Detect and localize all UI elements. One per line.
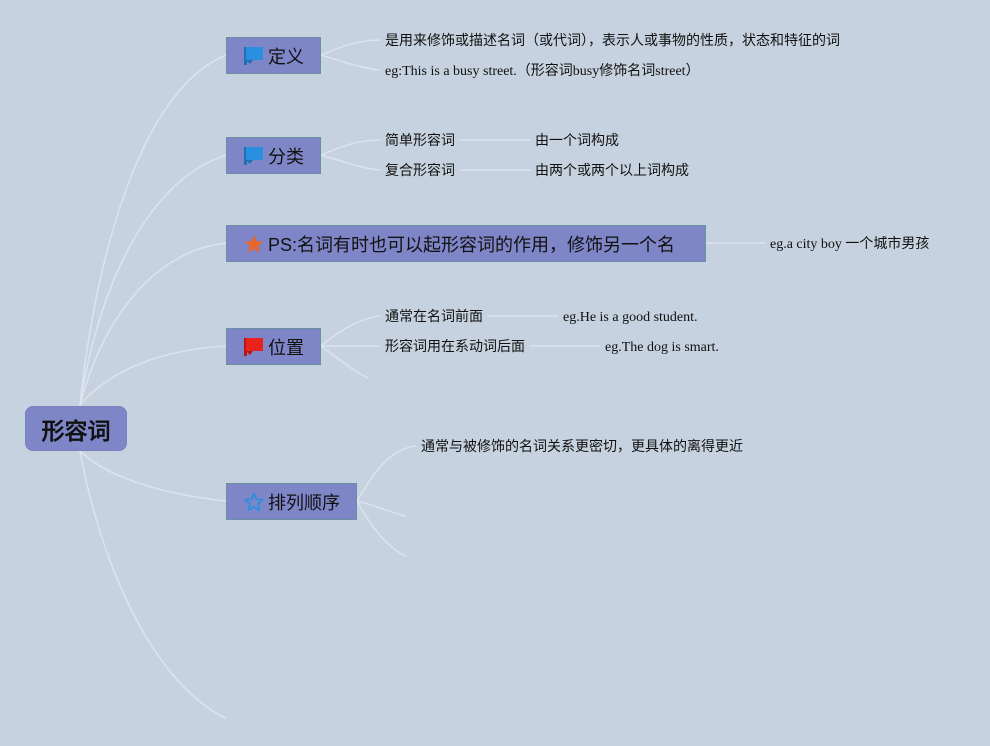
branch-label: 排列顺序: [268, 492, 340, 513]
simple-adjective: 简单形容词: [385, 134, 455, 149]
branch-order[interactable]: 排列顺序: [226, 483, 357, 520]
ps-example: eg.a city boy 一个城市男孩: [770, 237, 930, 252]
connector-line: [79, 154, 227, 406]
position-before-noun-example: eg.He is a good student.: [563, 310, 698, 325]
root-label: 形容词: [41, 417, 111, 444]
position-after-linking-verb: 形容词用在系动词后面: [385, 340, 525, 355]
blue-flag-icon: [244, 46, 263, 65]
orange-star-icon: [244, 234, 264, 253]
simple-adjective-detail: 由一个词构成: [535, 134, 619, 149]
connector-line: [320, 39, 381, 56]
branch-label: 位置: [268, 337, 304, 358]
connector-line: [320, 139, 381, 156]
order-rule: 通常与被修饰的名词关系更密切，更具体的离得更近: [421, 440, 743, 455]
red-flag-icon: [244, 337, 263, 356]
branch-classification[interactable]: 分类: [226, 137, 321, 174]
position-after-linking-verb-example: eg.The dog is smart.: [605, 340, 719, 355]
connector-line: [320, 345, 369, 379]
blue-star-outline-icon: [244, 492, 264, 511]
position-before-noun: 通常在名词前面: [385, 310, 483, 325]
branch-label: PS:名词有时也可以起形容词的作用，修饰另一个名: [268, 234, 676, 255]
connector-line: [356, 500, 406, 517]
branch-position[interactable]: 位置: [226, 328, 321, 365]
connector-line: [79, 345, 227, 406]
definition-example: eg:This is a busy street.（形容词busy修饰名词str…: [385, 64, 700, 79]
branch-label: 分类: [268, 146, 304, 167]
connector-line: [79, 242, 227, 406]
branch-definition[interactable]: 定义: [226, 37, 321, 74]
branch-ps-note[interactable]: PS:名词有时也可以起形容词的作用，修饰另一个名: [226, 225, 706, 262]
definition-text: 是用来修饰或描述名词（或代词），表示人或事物的性质，状态和特征的词: [385, 34, 840, 49]
connector-line: [79, 450, 227, 502]
connector-line: [320, 315, 381, 347]
branch-label: 定义: [268, 46, 304, 67]
blue-flag-icon: [244, 146, 263, 165]
compound-adjective-detail: 由两个或两个以上词构成: [535, 164, 689, 179]
connector-line: [79, 54, 227, 406]
connector-line: [320, 54, 381, 71]
root-node[interactable]: 形容词: [25, 406, 127, 451]
compound-adjective: 复合形容词: [385, 164, 455, 179]
connector-line: [320, 154, 381, 171]
connector-line: [79, 450, 226, 719]
connector-line: [356, 445, 416, 502]
connector-line: [356, 500, 406, 557]
